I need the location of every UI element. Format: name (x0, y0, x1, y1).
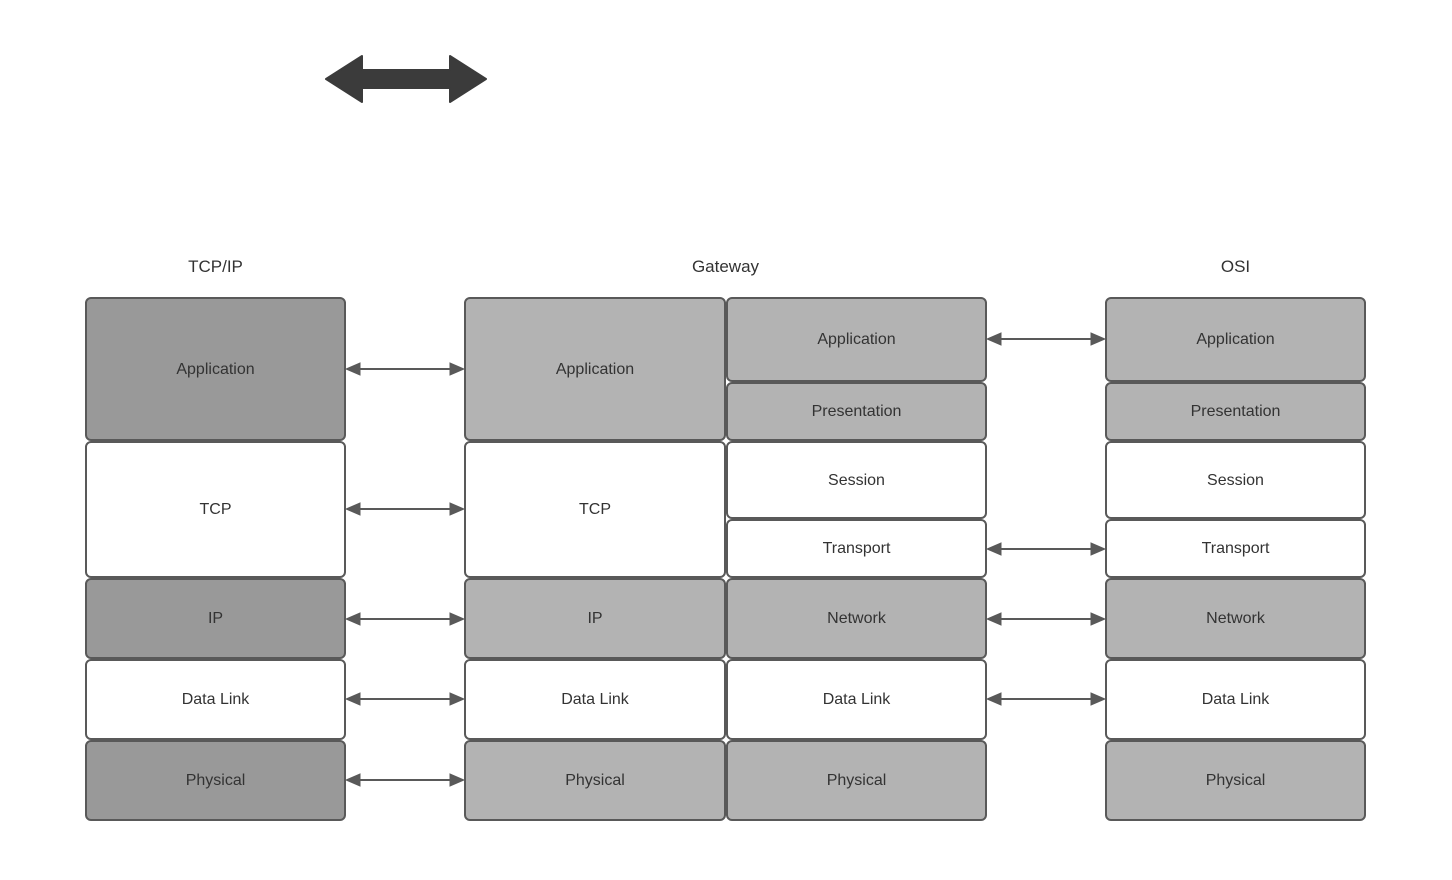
column-title-osi: OSI (1220, 257, 1251, 276)
connector-tcpip-gateway-physical (346, 770, 464, 790)
tcpip-layer-application[interactable]: Application (85, 297, 346, 441)
tcpip-layer-data-link[interactable]: Data Link (85, 659, 346, 740)
osi-layer-presentation[interactable]: Presentation (1105, 382, 1366, 441)
osi-layer-network[interactable]: Network (1105, 578, 1366, 659)
tcpip-layer-physical[interactable]: Physical (85, 740, 346, 821)
gateway-left-layer-physical[interactable]: Physical (464, 740, 726, 821)
osi-layer-data-link[interactable]: Data Link (1105, 659, 1366, 740)
column-title-gateway: Gateway (691, 257, 760, 276)
osi-layer-session[interactable]: Session (1105, 441, 1366, 519)
connector-gateway-osi-data-link (987, 689, 1105, 709)
gateway-right-layer-data-link[interactable]: Data Link (726, 659, 987, 740)
connector-gateway-osi-transport (987, 539, 1105, 559)
gateway-left-layer-tcp[interactable]: TCP (464, 441, 726, 578)
connector-tcpip-gateway-ip (346, 609, 464, 629)
osi-layer-transport[interactable]: Transport (1105, 519, 1366, 578)
gateway-right-layer-application[interactable]: Application (726, 297, 987, 382)
gateway-left-layer-data-link[interactable]: Data Link (464, 659, 726, 740)
connector-gateway-osi-network (987, 609, 1105, 629)
gateway-left-layer-application[interactable]: Application (464, 297, 726, 441)
column-title-tcpip: TCP/IP (188, 257, 243, 276)
gateway-right-layer-session[interactable]: Session (726, 441, 987, 519)
connector-tcpip-gateway-tcp (346, 499, 464, 519)
connector-tcpip-gateway-data-link (346, 689, 464, 709)
gateway-right-layer-physical[interactable]: Physical (726, 740, 987, 821)
gateway-right-layer-presentation[interactable]: Presentation (726, 382, 987, 441)
osi-layer-application[interactable]: Application (1105, 297, 1366, 382)
gateway-right-layer-network[interactable]: Network (726, 578, 987, 659)
connector-gateway-osi-application (987, 329, 1105, 349)
gateway-right-layer-transport[interactable]: Transport (726, 519, 987, 578)
osi-layer-physical[interactable]: Physical (1105, 740, 1366, 821)
tcpip-layer-ip[interactable]: IP (85, 578, 346, 659)
tcpip-layer-tcp[interactable]: TCP (85, 441, 346, 578)
gateway-left-layer-ip[interactable]: IP (464, 578, 726, 659)
connector-tcpip-gateway-application (346, 359, 464, 379)
double-arrow-icon (322, 50, 490, 108)
